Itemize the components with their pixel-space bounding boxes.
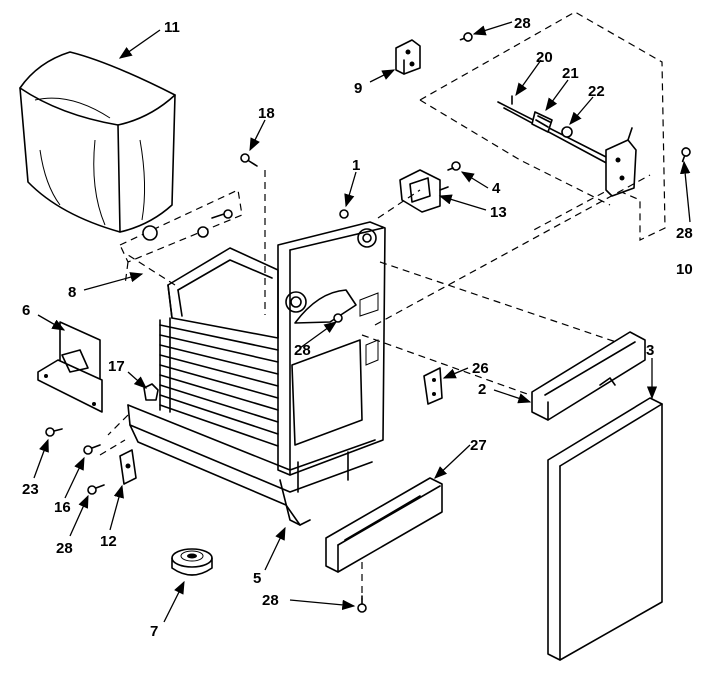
bracket-plate-part-6 (37, 321, 103, 413)
screw-icon (339, 209, 349, 219)
callout-28-left: 28 (56, 540, 73, 557)
screw-icon (357, 595, 367, 613)
screw-icon (87, 484, 105, 495)
rod-spring-parts-20-21-22 (497, 95, 637, 197)
callout-23: 23 (22, 481, 39, 498)
side-panel-part-3 (547, 397, 663, 661)
leader-lines (33, 21, 691, 623)
foot-part-7 (171, 548, 213, 576)
callout-21: 21 (562, 65, 579, 82)
callout-28-right: 28 (676, 225, 693, 242)
switch-part-13 (399, 169, 449, 213)
cabinet-frame (127, 221, 386, 526)
callout-3: 3 (646, 342, 654, 359)
control-assembly-outline-part-10 (419, 11, 666, 241)
callout-26: 26 (472, 360, 489, 377)
callout-18: 18 (258, 105, 275, 122)
callout-16: 16 (54, 499, 71, 516)
screw-icon (240, 153, 258, 167)
callout-6: 6 (22, 302, 30, 319)
callout-22: 22 (588, 83, 605, 100)
callout-2: 2 (478, 381, 486, 398)
screw-icon (45, 427, 63, 437)
screw-icon (83, 444, 101, 455)
callout-4: 4 (492, 180, 501, 197)
callout-8: 8 (68, 284, 76, 301)
callout-17: 17 (108, 358, 125, 375)
callout-5: 5 (253, 570, 261, 587)
clip-part-12 (119, 449, 137, 485)
bracket-part-9 (395, 39, 421, 75)
screw-icons (45, 32, 691, 613)
callout-28-mid: 28 (294, 342, 311, 359)
callout-9: 9 (354, 80, 362, 97)
callout-28-bottom: 28 (262, 592, 279, 609)
latch-part-26 (423, 367, 443, 405)
callout-20: 20 (536, 49, 553, 66)
callout-7: 7 (150, 623, 158, 640)
screw-icon (447, 161, 461, 171)
bag-bracket-assembly (119, 189, 243, 286)
rail-part-2 (531, 331, 646, 421)
kick-plate-part-27 (325, 477, 443, 573)
callout-28-top: 28 (514, 15, 531, 32)
callout-10: 10 (676, 261, 693, 278)
screw-icon (459, 32, 473, 42)
callout-13: 13 (490, 204, 507, 221)
callout-27: 27 (470, 437, 487, 454)
nut-part-17 (143, 383, 159, 401)
callout-11: 11 (164, 19, 180, 36)
callout-labels: 11 28 9 20 21 22 18 1 4 13 28 10 8 6 28 … (22, 15, 693, 640)
screw-icon (681, 147, 691, 163)
callout-12: 12 (100, 533, 117, 550)
callout-1: 1 (352, 157, 360, 174)
bag-part-11 (19, 51, 176, 233)
